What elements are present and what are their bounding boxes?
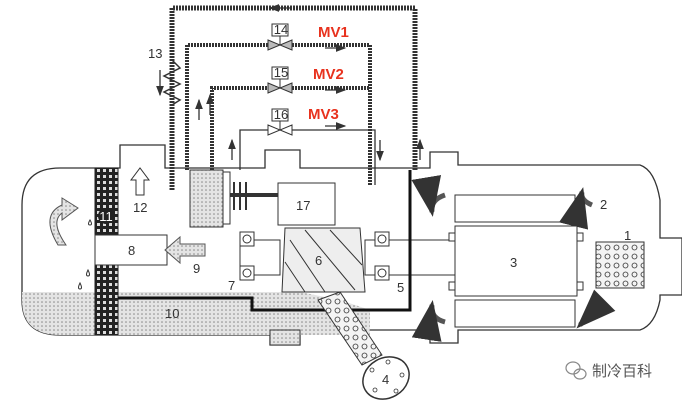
compressor-housing bbox=[21, 144, 682, 346]
oil-separation-arrow bbox=[49, 197, 79, 246]
screw-rotor bbox=[239, 227, 456, 293]
label-12: 12 bbox=[133, 200, 147, 215]
oil-injection-line bbox=[118, 170, 412, 312]
label-7: 7 bbox=[228, 278, 235, 293]
oil-filter-tube bbox=[317, 291, 383, 366]
valve-label-mv2: MV2 bbox=[313, 66, 344, 83]
valve-label-mv1: MV1 bbox=[318, 24, 349, 41]
oil-pocket bbox=[269, 329, 301, 346]
gas-flow-arrows bbox=[411, 175, 616, 342]
suction-up-arrow bbox=[130, 167, 150, 196]
suction-filter bbox=[595, 241, 645, 289]
label-13: 13 bbox=[148, 46, 162, 61]
label-10: 10 bbox=[165, 306, 179, 321]
label-6: 6 bbox=[315, 253, 322, 268]
wechat-logo-icon bbox=[565, 361, 587, 380]
solenoid-valves bbox=[267, 23, 293, 136]
oil-flange bbox=[362, 356, 410, 400]
label-15: 15 bbox=[274, 65, 288, 80]
label-1: 1 bbox=[624, 228, 631, 243]
label-2: 2 bbox=[600, 197, 607, 212]
watermark-text: 制冷百科 bbox=[592, 362, 652, 380]
label-5: 5 bbox=[397, 280, 404, 295]
valve-label-mv3: MV3 bbox=[308, 106, 339, 123]
label-14: 14 bbox=[274, 22, 288, 37]
label-11: 11 bbox=[99, 209, 113, 224]
slide-valve-box-17 bbox=[277, 182, 336, 226]
oil-droplets bbox=[78, 219, 92, 290]
label-9: 9 bbox=[193, 261, 200, 276]
label-8: 8 bbox=[128, 243, 135, 258]
bypass-pipes bbox=[156, 4, 424, 190]
label-11-badge bbox=[98, 208, 114, 224]
slide-valve-piston bbox=[222, 171, 231, 225]
label-3: 3 bbox=[510, 255, 517, 270]
motor bbox=[448, 194, 584, 328]
label-4: 4 bbox=[382, 372, 389, 387]
slide-valve-cylinder bbox=[189, 169, 224, 228]
flow-arrow-9 bbox=[164, 235, 206, 265]
discharge-duct bbox=[94, 234, 168, 266]
label-17: 17 bbox=[296, 198, 310, 213]
label-16: 16 bbox=[274, 107, 288, 122]
